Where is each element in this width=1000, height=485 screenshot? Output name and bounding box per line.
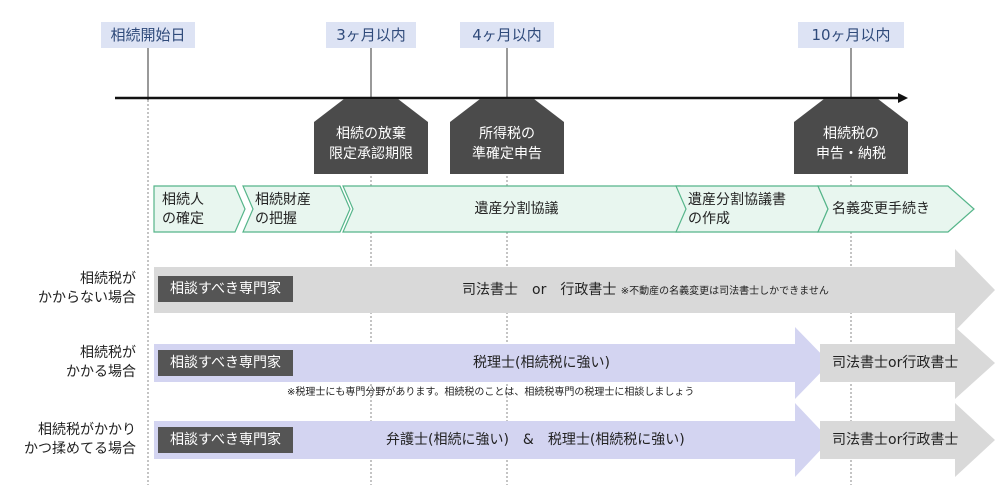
deadline-4m-line2: 準確定申告 [472, 146, 542, 162]
step-text-heir: 相続人 の確定 [162, 191, 204, 229]
row3-tail-arrow [820, 403, 995, 477]
deadline-3m-line1: 相続の放棄 [336, 126, 406, 142]
row1-label: 相続税が かからない場合 [0, 270, 136, 308]
row2-label-line2: かかる場合 [66, 364, 136, 380]
step-box-transfer [817, 185, 975, 233]
step-heir-line2: の確定 [162, 211, 204, 227]
row1-arrow [154, 249, 995, 331]
row1-experts: 司法書士 or 行政書士 [462, 282, 617, 298]
row1-note: ※不動産の名義変更は司法書士しかできません [620, 286, 829, 297]
deadline-box-4m [450, 99, 564, 174]
row3-label: 相続税がかかり かつ揉めてる場合 [0, 421, 136, 459]
row3-main-text: 弁護士(相続に強い) & 税理士(相続税に強い) [386, 432, 685, 448]
step-assets-line2: の把握 [255, 211, 297, 227]
row2-main-arrow [154, 327, 830, 399]
row2-main-text: 税理士(相続税に強い) [473, 355, 610, 371]
row1-main-text: 司法書士 or 行政書士 ※不動産の名義変更は司法書士しかできません [462, 280, 829, 302]
row3-main-arrow [154, 403, 830, 477]
marker-label-4m: 4ヶ月以内 [460, 22, 554, 48]
row2-note: ※税理士にも専門分野があります。相続税のことは、相続税専門の税理士に相談しましょ… [287, 387, 695, 398]
marker-label-start: 相続開始日 [101, 22, 195, 48]
row1-label-line2: かからない場合 [38, 290, 136, 306]
deadline-box-10m [794, 99, 908, 174]
row3-tail-text: 司法書士or行政書士 [832, 432, 959, 448]
step-text-document: 遺産分割協議書 の作成 [688, 191, 786, 229]
row3-label-line2: かつ揉めてる場合 [24, 441, 136, 457]
row2-tail-arrow [820, 327, 995, 399]
step-text-division: 遺産分割協議 [474, 201, 559, 217]
deadline-text-10m: 相続税の 申告・納税 [794, 124, 908, 164]
marker-label-10m: 10ヶ月以内 [798, 22, 904, 48]
step-box-heir [153, 185, 246, 233]
step-assets-line1: 相続財産 [255, 192, 311, 208]
row2-label: 相続税が かかる場合 [0, 344, 136, 382]
row3-expert-tag: 相談すべき専門家 [158, 427, 294, 453]
deadline-text-4m: 所得税の 準確定申告 [450, 124, 564, 164]
row1-expert-tag: 相談すべき専門家 [158, 276, 294, 302]
step-text-transfer: 名義変更手続き [832, 201, 930, 217]
step-box-assets [242, 185, 351, 233]
marker-label-3m: 3ヶ月以内 [326, 22, 416, 48]
step-text-assets: 相続財産 の把握 [255, 191, 311, 229]
row2-expert-tag: 相談すべき専門家 [158, 350, 294, 376]
step-document-line1: 遺産分割協議書 [688, 192, 786, 208]
deadline-3m-line2: 限定承認期限 [329, 146, 413, 162]
timeline-arrowhead [898, 93, 908, 103]
row2-tail-text: 司法書士or行政書士 [832, 355, 959, 371]
deadline-10m-line1: 相続税の [823, 126, 879, 142]
row3-label-line1: 相続税がかかり [38, 422, 136, 438]
step-heir-line1: 相続人 [162, 192, 204, 208]
deadline-10m-line2: 申告・納税 [816, 146, 886, 162]
row2-label-line1: 相続税が [80, 345, 136, 361]
deadline-text-3m: 相続の放棄 限定承認期限 [314, 124, 428, 164]
step-document-line2: の作成 [688, 211, 730, 227]
deadline-box-3m [314, 99, 428, 174]
row1-label-line1: 相続税が [80, 271, 136, 287]
deadline-4m-line1: 所得税の [479, 126, 535, 142]
